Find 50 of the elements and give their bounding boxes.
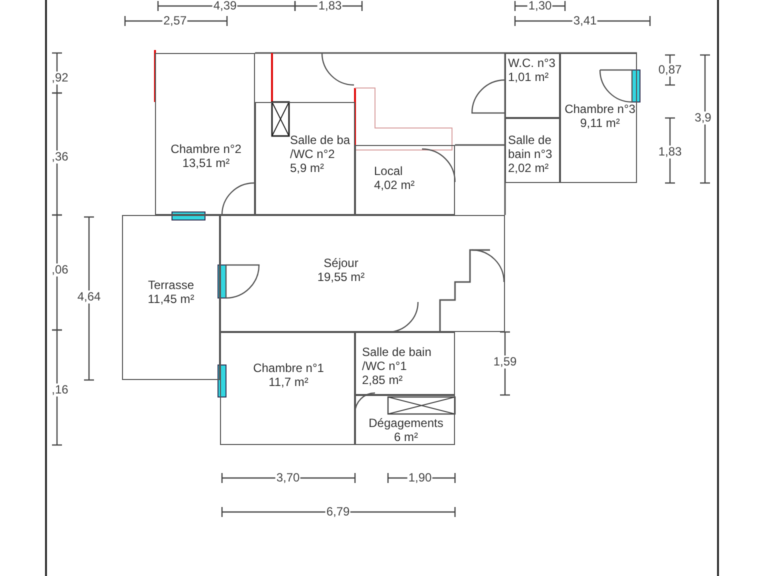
room-outline <box>122 215 220 380</box>
dimension-label: 6,79 <box>325 506 351 518</box>
room-name: Chambre n°3 <box>564 102 636 116</box>
room-outline <box>355 145 455 215</box>
room-area: 11,7 m² <box>241 375 336 389</box>
dimension-label: 0,87 <box>657 64 683 76</box>
dimension-label: ,36 <box>50 150 70 164</box>
dimension-label: 4,39 <box>212 0 238 12</box>
room-area: 1,01 m² <box>508 70 560 84</box>
room-outline <box>505 118 560 183</box>
room-area: 9,11 m² <box>564 116 636 130</box>
dimension-label: 1,90 <box>407 472 433 484</box>
room-outline <box>355 395 455 445</box>
room-name: Local <box>374 164 404 178</box>
dimension-label: 3,9 <box>694 112 712 124</box>
room-name: Chambre n°2 <box>170 142 242 156</box>
room-outline <box>355 332 455 395</box>
dimension-label: 1,83 <box>657 146 683 158</box>
room-area: 2,85 m² <box>362 373 440 387</box>
room-area: 19,55 m² <box>281 270 401 284</box>
room-outline <box>220 215 505 332</box>
room-name: W.C. n°3 <box>508 56 556 70</box>
room-name: Salle de ba /WC n°2 <box>290 133 352 161</box>
room-name: Séjour <box>322 256 360 270</box>
room-area: 4,02 m² <box>374 178 436 192</box>
dimension-label: ,06 <box>50 264 70 276</box>
room-name: Terrasse <box>146 278 195 292</box>
room-area: 13,51 m² <box>166 156 246 170</box>
room-name: Salle de bain /WC n°1 <box>362 345 432 373</box>
room-area: 2,02 m² <box>508 161 560 175</box>
room-outline <box>155 53 255 215</box>
room-outline <box>255 102 355 215</box>
room-area: 6 m² <box>359 430 453 444</box>
room-outline <box>560 53 637 183</box>
room-area: 11,45 m² <box>131 292 211 306</box>
dimension-label: 4,64 <box>76 290 102 304</box>
dimension-label: 1,83 <box>317 0 343 12</box>
room-outline <box>220 332 355 445</box>
room-outline <box>505 53 560 118</box>
room-name: Dégagements <box>368 416 444 430</box>
dimension-label: ,16 <box>50 384 70 396</box>
dimension-label: 3,70 <box>275 472 301 484</box>
dimension-label: ,92 <box>50 72 70 84</box>
room-name: Chambre n°1 <box>252 361 325 375</box>
dimension-label: 2,57 <box>162 14 188 28</box>
dimension-label: 1,30 <box>527 0 553 12</box>
room-name: Salle de bain n°3 <box>508 133 554 161</box>
room-area: 5,9 m² <box>290 161 354 175</box>
dimension-label: 1,59 <box>492 356 518 368</box>
dimension-label: 3,41 <box>572 14 598 28</box>
